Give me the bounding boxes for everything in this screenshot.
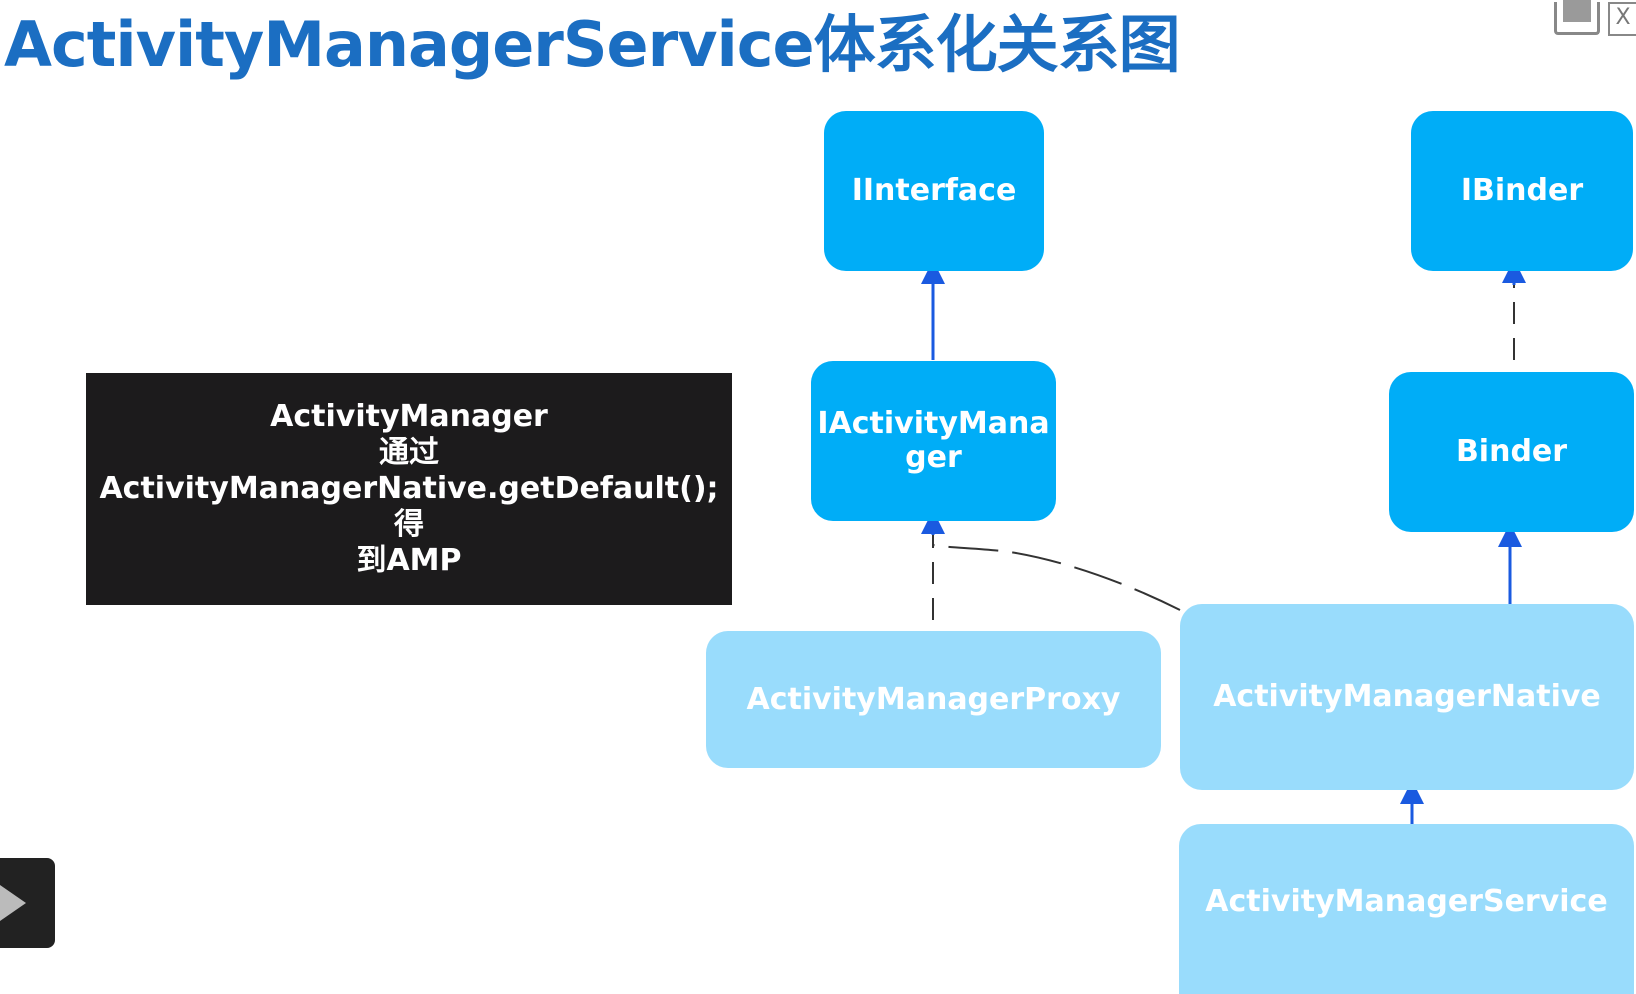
- note-line-2: 通过ActivityManagerNative.getDefault();得: [99, 435, 719, 542]
- arrow-native-to-iam: [932, 544, 1181, 611]
- node-activitymanagerproxy-label: ActivityManagerProxy: [746, 681, 1121, 717]
- connector-layer: [921, 259, 1526, 826]
- node-binder: Binder: [1389, 372, 1634, 532]
- page-title: ActivityManagerService体系化关系图: [4, 8, 1181, 81]
- node-ibinder: IBinder: [1411, 111, 1633, 271]
- play-icon[interactable]: [0, 858, 55, 948]
- note-line-3: 到AMP: [356, 543, 462, 578]
- node-binder-label: Binder: [1455, 434, 1568, 469]
- node-activitymanagerproxy: ActivityManagerProxy: [706, 631, 1161, 768]
- node-iactivitymanager-label-1: IActivityMana: [817, 406, 1050, 441]
- node-iactivitymanager: IActivityMana ger: [811, 361, 1056, 521]
- node-activitymanagernative: ActivityManagerNative: [1180, 604, 1634, 790]
- note-line-1: ActivityManager: [270, 399, 548, 434]
- node-activitymanagerservice: ActivityManagerService: [1179, 824, 1634, 994]
- note-box: ActivityManager 通过ActivityManagerNative.…: [86, 373, 732, 605]
- node-activitymanagerservice-label: ActivityManagerService: [1205, 884, 1608, 919]
- node-activitymanagernative-label: ActivityManagerNative: [1213, 679, 1601, 714]
- node-iinterface-label: IInterface: [851, 173, 1017, 208]
- book-icon[interactable]: [1554, 0, 1600, 35]
- close-icon[interactable]: X: [1608, 2, 1636, 36]
- node-iactivitymanager-label-2: ger: [905, 440, 962, 475]
- node-ibinder-label: IBinder: [1460, 173, 1584, 208]
- node-iinterface: IInterface: [824, 111, 1044, 271]
